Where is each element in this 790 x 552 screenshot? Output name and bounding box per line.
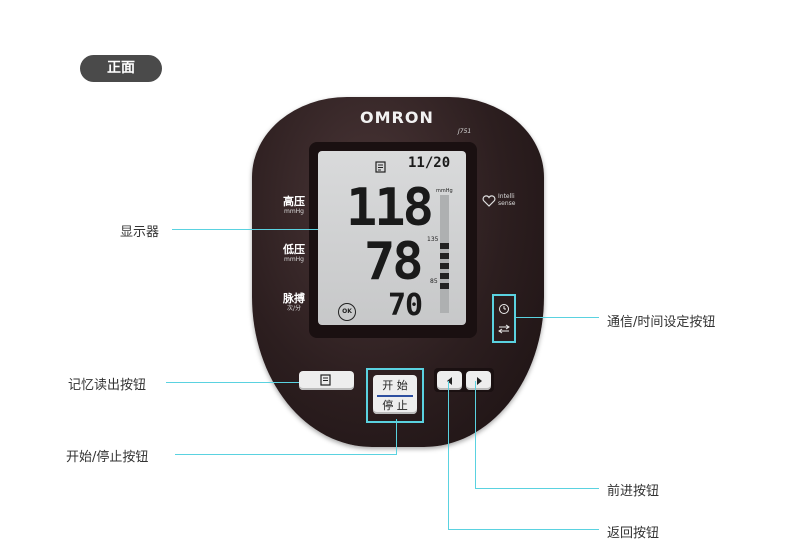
display-callout: 显示器: [120, 225, 160, 240]
start-stop-callout-line-v: [396, 419, 397, 454]
level-bar-segment-3: [440, 263, 449, 269]
forward-callout-line-v: [475, 381, 476, 488]
lcd-scale-unit: mmHg: [436, 188, 453, 194]
front-view-tag: 正面: [80, 55, 162, 82]
diastolic-unit: mmHg: [283, 256, 304, 263]
lcd-scale-low: 85: [430, 278, 438, 285]
transfer-icon: [498, 324, 510, 334]
memory-callout-line: [166, 382, 299, 383]
systolic-label: 高压 mmHg: [274, 195, 314, 216]
lcd-systolic: 118: [346, 178, 434, 238]
lcd-diastolic: 78: [364, 232, 424, 292]
forward-button[interactable]: [466, 371, 491, 390]
lcd-scale-high: 135: [427, 236, 439, 243]
level-bar-segment-1: [440, 243, 449, 249]
stop-label: 停 止: [382, 399, 408, 412]
memory-button-icon: [320, 374, 331, 386]
back-button[interactable]: [437, 371, 462, 390]
start-stop-highlight: [366, 368, 424, 423]
memory-button[interactable]: [299, 371, 354, 390]
intellisense-logo: Intelli sense: [498, 193, 515, 207]
comm-time-callout: 通信/时间设定按钮: [607, 315, 716, 330]
intellisense-bottom: sense: [498, 200, 516, 207]
level-bar-segment-5: [440, 283, 449, 289]
start-label: 开 始: [382, 379, 408, 392]
diastolic-text: 低压: [283, 243, 305, 256]
intellisense-top: Intelli: [498, 193, 515, 200]
pulse-text: 脉搏: [283, 292, 305, 305]
start-stop-button[interactable]: 开 始 停 止: [373, 375, 417, 414]
back-callout-line-v: [448, 381, 449, 529]
right-arrow-icon: [476, 377, 482, 385]
lcd-date: 11/20: [408, 155, 451, 171]
start-stop-callout-line-h: [175, 454, 397, 455]
level-bar-segment-2: [440, 253, 449, 259]
brand-logo: OMRON: [360, 108, 434, 127]
display-callout-line: [172, 229, 318, 230]
diastolic-label: 低压 mmHg: [274, 243, 314, 264]
back-callout: 返回按钮: [607, 526, 660, 541]
comm-time-button[interactable]: [492, 294, 516, 343]
pulse-label: 脉搏 次/分: [274, 292, 314, 313]
memory-callout: 记忆读出按钮: [68, 378, 147, 393]
pulse-unit: 次/分: [286, 305, 302, 312]
forward-callout-line-h: [475, 488, 599, 489]
ok-icon: OK: [338, 303, 356, 321]
left-arrow-icon: [446, 377, 452, 385]
forward-callout: 前进按钮: [607, 484, 660, 499]
level-bar-segment-4: [440, 273, 449, 279]
clock-icon: [499, 304, 509, 314]
start-divider: [377, 395, 413, 397]
systolic-text: 高压: [283, 195, 305, 208]
back-callout-line-h: [448, 529, 599, 530]
systolic-unit: mmHg: [283, 208, 304, 215]
heart-icon: [482, 192, 496, 207]
start-stop-callout: 开始/停止按钮: [66, 450, 149, 465]
ok-text: OK: [342, 308, 352, 315]
model-number: J751: [458, 128, 472, 135]
lcd-pulse: 70: [388, 288, 423, 323]
memory-icon: [375, 158, 387, 177]
comm-time-callout-line: [514, 317, 599, 318]
